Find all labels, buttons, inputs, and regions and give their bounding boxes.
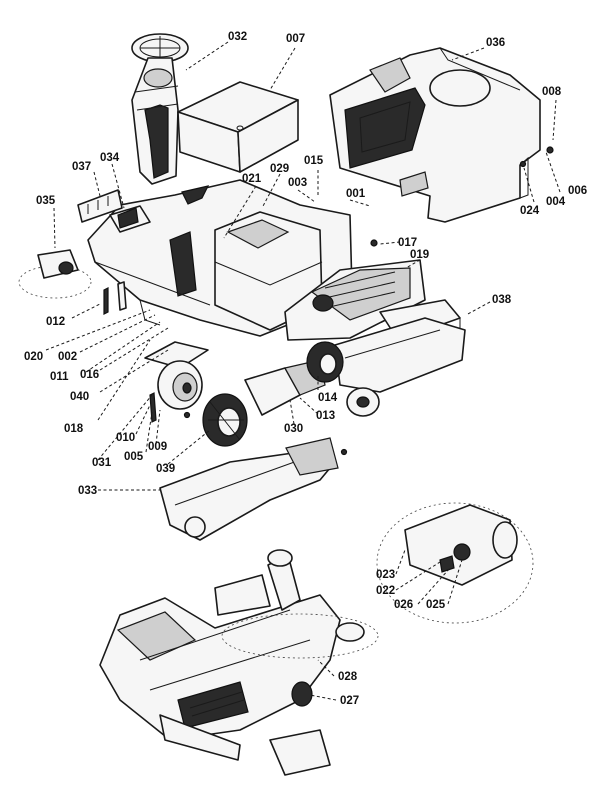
callout-036: 036 <box>486 37 505 49</box>
callout-034: 034 <box>100 152 120 164</box>
callout-007: 007 <box>286 33 305 45</box>
callout-023: 023 <box>376 569 395 581</box>
inset-detail <box>376 502 534 624</box>
callout-014: 014 <box>318 392 338 404</box>
callout-032: 032 <box>228 31 247 43</box>
callout-010: 010 <box>116 432 135 444</box>
callout-008: 008 <box>542 86 562 98</box>
drive-wheel-039 <box>202 393 248 447</box>
callout-039: 039 <box>156 463 175 475</box>
callout-020: 020 <box>24 351 43 363</box>
callout-035: 035 <box>36 195 56 207</box>
callout-029: 029 <box>270 163 289 175</box>
callout-022: 022 <box>376 585 395 597</box>
callout-011: 011 <box>50 371 69 383</box>
bracket-034 <box>117 207 139 229</box>
callout-040: 040 <box>70 391 89 403</box>
callout-037: 037 <box>72 161 91 173</box>
callout-003: 003 <box>288 177 307 189</box>
assembled-machine <box>99 549 379 776</box>
callout-033: 033 <box>78 485 97 497</box>
callout-012: 012 <box>46 316 65 328</box>
callout-015: 015 <box>304 155 324 167</box>
callout-013: 013 <box>316 410 335 422</box>
hopper-019 <box>284 259 426 341</box>
callout-009: 009 <box>148 441 167 453</box>
drive-motor-030 <box>244 359 326 416</box>
callout-labels: 032 007 036 008 037 034 035 029 015 021 … <box>24 31 587 707</box>
callout-025: 025 <box>426 599 446 611</box>
leader-lines <box>45 41 561 701</box>
callout-028: 028 <box>338 671 358 683</box>
callout-026: 026 <box>394 599 413 611</box>
callout-024: 024 <box>520 205 540 217</box>
callout-006: 006 <box>568 185 587 197</box>
callout-031: 031 <box>92 457 112 469</box>
callout-021: 021 <box>242 173 262 185</box>
side-panel-037 <box>77 189 123 223</box>
callout-030: 030 <box>284 423 303 435</box>
callout-001: 001 <box>346 188 366 200</box>
callout-018: 018 <box>64 423 84 435</box>
battery-tray <box>177 81 299 173</box>
callout-027: 027 <box>340 695 359 707</box>
squeegee-frame <box>334 317 466 417</box>
drive-wheel-014 <box>306 341 344 383</box>
front-wheel <box>157 360 203 410</box>
callout-019: 019 <box>410 249 429 261</box>
side-brush-motor-035 <box>18 249 92 299</box>
callout-038: 038 <box>492 294 512 306</box>
callout-002: 002 <box>58 351 77 363</box>
callout-004: 004 <box>546 196 566 208</box>
small-fasteners <box>149 146 554 456</box>
callout-017: 017 <box>398 237 417 249</box>
steering-column-assembly <box>131 33 189 185</box>
callout-005: 005 <box>124 451 144 463</box>
bolt-012 <box>103 281 127 315</box>
hood-cover <box>329 47 541 223</box>
callout-016: 016 <box>80 369 99 381</box>
side-skirt-033 <box>159 437 339 541</box>
